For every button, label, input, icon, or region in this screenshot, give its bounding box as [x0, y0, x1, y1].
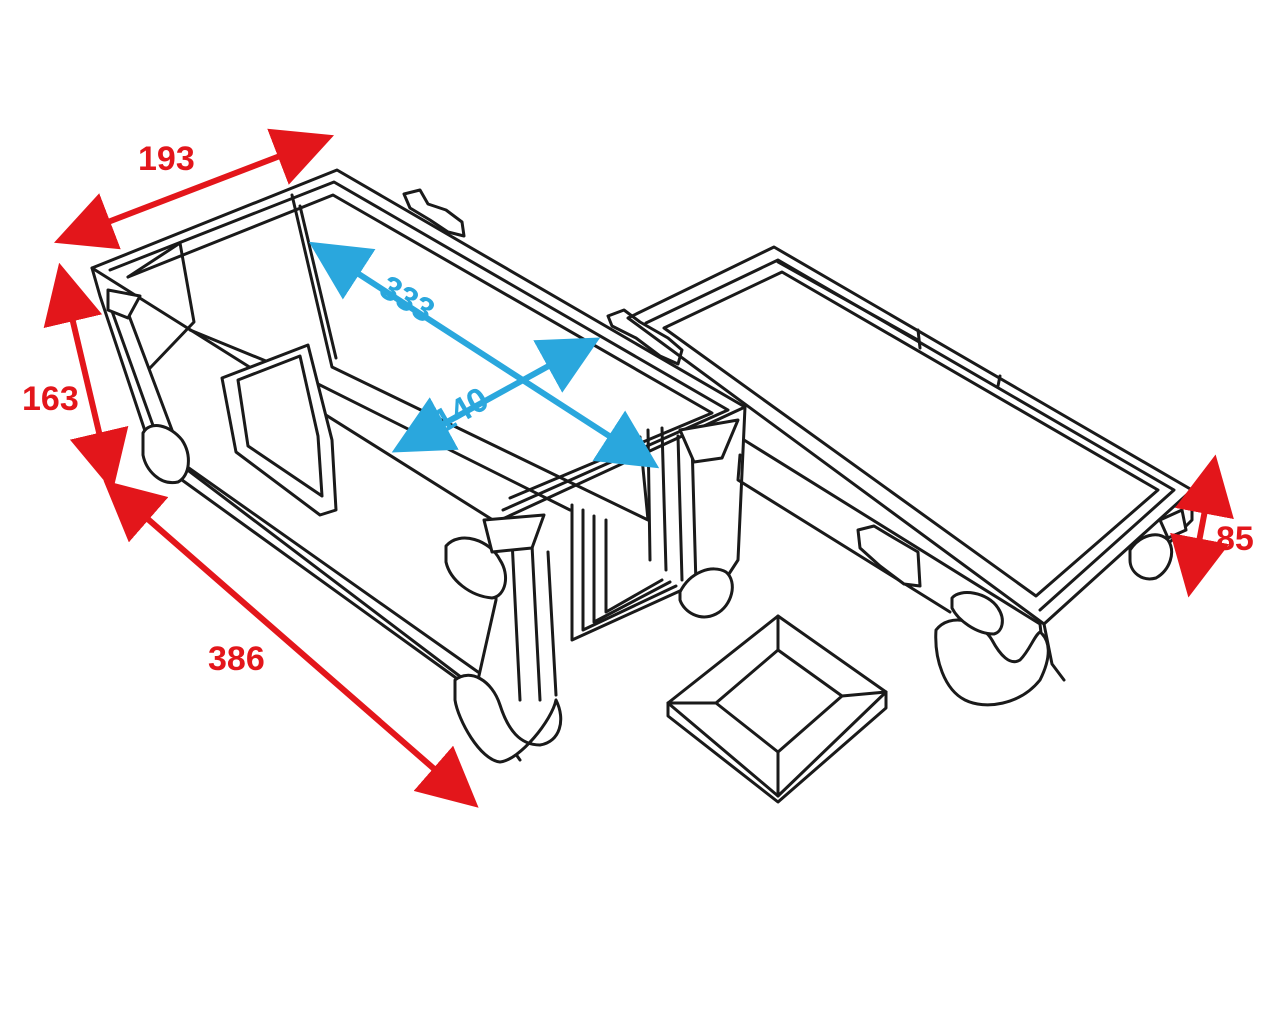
case-body — [90, 168, 747, 764]
outer-height-label: 163 — [22, 380, 79, 418]
width-arrow — [53, 128, 335, 250]
body-hinge — [606, 308, 684, 366]
corner-cap — [453, 673, 563, 764]
corner-cap — [141, 424, 190, 485]
lid-height-label: 85 — [1216, 520, 1254, 558]
corner-cap — [1128, 533, 1173, 581]
length-arrow — [103, 480, 479, 808]
loose-corner-piece — [666, 614, 888, 804]
outer-length-label: 386 — [208, 640, 265, 678]
inner-length-arrow — [308, 241, 660, 469]
height-arrow — [43, 262, 129, 492]
case-lid — [626, 245, 1194, 707]
lid-height-arrow — [1170, 454, 1234, 598]
lid-latch — [856, 524, 922, 588]
outer-dimension-arrows — [43, 128, 1234, 808]
inner-dimension-arrows — [308, 241, 660, 469]
inner-width-arrow — [391, 337, 601, 453]
corner-cap — [482, 513, 546, 554]
corner-cap — [678, 567, 734, 619]
corner-cap — [678, 418, 740, 464]
body-latch — [402, 188, 466, 238]
outer-width-label: 193 — [138, 140, 195, 178]
body-side-handle — [220, 343, 338, 517]
corner-cap — [950, 591, 1004, 636]
body-back-wall — [290, 193, 650, 522]
corner-cap — [934, 618, 1050, 707]
